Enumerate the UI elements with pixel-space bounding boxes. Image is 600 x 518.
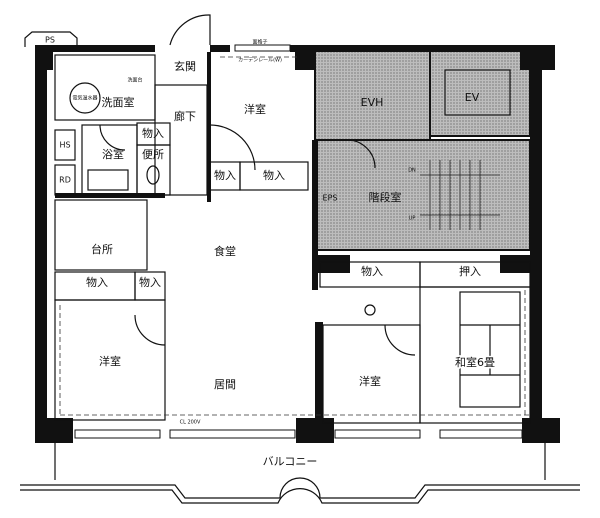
curtain-rail-label: カーテンレール(W)	[238, 58, 282, 64]
western-room-label: 洋室	[244, 102, 266, 116]
western-room-label: 洋室	[359, 374, 381, 388]
toilet-label: 便所	[142, 148, 164, 161]
water-heater-label: 電気温水器	[72, 95, 97, 102]
evh-label: EVH	[361, 96, 384, 109]
hallway-label: 廊下	[174, 109, 196, 123]
closet-label: 物入	[214, 168, 236, 182]
balcony-label: バルコニー	[263, 455, 318, 468]
closet-label: 物入	[86, 275, 108, 289]
dn-label: DN	[408, 168, 416, 174]
closet-label: 物入	[263, 168, 285, 182]
oshiire-label: 押入	[459, 264, 481, 278]
doors	[99, 14, 416, 356]
closet-label: 物入	[361, 264, 383, 278]
outlet-200v-label: CL 200V	[180, 420, 201, 426]
living-label: 居間	[214, 378, 236, 391]
dining-label: 食堂	[214, 244, 236, 258]
lattice-label: 面格子	[252, 39, 267, 46]
stairs-label: 階段室	[369, 190, 402, 204]
eps-label: EPS	[323, 194, 338, 203]
western-room-label: 洋室	[99, 354, 121, 368]
kitchen-label: 台所	[91, 242, 113, 256]
entrance-label: 玄関	[174, 59, 196, 73]
windows	[74, 44, 523, 439]
bath-label: 浴室	[102, 147, 124, 161]
stairs-icon	[420, 160, 500, 230]
ev-label: EV	[465, 91, 480, 104]
ps-shaft	[24, 31, 78, 47]
ps-label: PS	[45, 36, 55, 45]
balcony	[20, 443, 580, 504]
interior-walls	[54, 54, 531, 424]
closet-label: 物入	[139, 275, 161, 289]
rd-label: RD	[59, 176, 71, 185]
evh-area	[314, 47, 431, 141]
ev-area	[429, 47, 531, 137]
wash-stand-label: 洗面台	[127, 77, 142, 84]
japanese-room-label: 和室6畳	[455, 355, 495, 369]
hs-label: HS	[59, 141, 70, 150]
up-label: UP	[409, 216, 416, 222]
stair-area	[314, 139, 531, 251]
washroom-label: 洗面室	[102, 95, 135, 109]
closet-label: 物入	[142, 126, 164, 140]
